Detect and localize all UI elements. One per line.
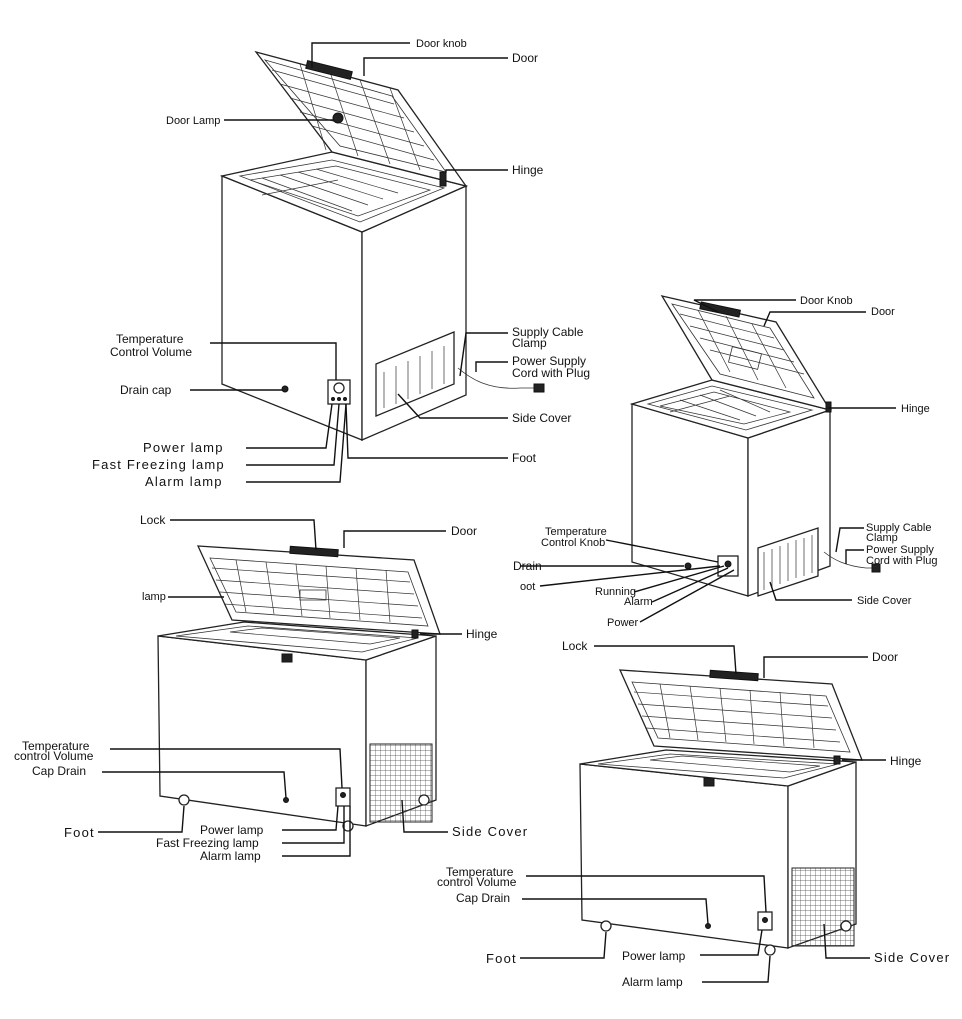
f1-power-lamp-label: Power lamp	[143, 440, 224, 455]
f2-cord-plug-label: Cord with Plug	[866, 555, 938, 567]
f1-door-lamp-label: Door Lamp	[166, 115, 220, 127]
f2-foot-label: oot	[520, 581, 535, 593]
freezer-4-leaders	[520, 645, 886, 983]
f4-hinge-label: Hinge	[890, 754, 922, 768]
f4-power-lamp-label: Power lamp	[622, 949, 686, 963]
freezer-4-labels: Lock Door Hinge Temperature control Volu…	[437, 639, 950, 989]
f4-foot-label: Foot	[486, 951, 517, 966]
freezer-3-drawing	[157, 545, 441, 832]
f3-temperature-label: Temperature	[22, 739, 90, 753]
f4-temperature-label: Temperature	[446, 865, 514, 879]
f2-alarm-label: Alarm	[624, 596, 653, 608]
f4-lock-label: Lock	[562, 639, 588, 653]
f2-clamp-label: Clamp	[866, 532, 898, 544]
f4-control-volume-label: control Volume	[437, 875, 517, 889]
f2-hinge-label: Hinge	[901, 403, 930, 415]
f4-alarm-lamp-label: Alarm lamp	[622, 975, 683, 989]
f1-hinge-label: Hinge	[512, 163, 544, 177]
f1-door-knob-label: Door knob	[416, 38, 467, 50]
freezer-2-labels: Door Knob Door Hinge Supply Cable Clamp …	[513, 295, 938, 629]
f1-alarm-lamp-label: Alarm lamp	[145, 474, 223, 489]
f2-supply-cable-label: Supply Cable	[866, 522, 931, 534]
freezer-3-labels: Lock Door lamp Hinge Temperature control…	[14, 513, 528, 863]
freezer-1-leaders	[190, 42, 508, 483]
f3-foot-label: Foot	[64, 825, 95, 840]
f2-running-label: Running	[595, 586, 636, 598]
f2-power-label: Power	[607, 617, 639, 629]
f2-door-label: Door	[871, 306, 895, 318]
f1-supply-cable-label: Supply Cable	[512, 325, 584, 339]
f2-temperature-label: Temperature	[545, 526, 607, 538]
freezer-1-drawing	[219, 50, 545, 441]
f4-side-cover-label: Side Cover	[874, 950, 950, 965]
f2-side-cover-label: Side Cover	[857, 595, 912, 607]
freezer-3-leaders	[98, 519, 462, 857]
f3-alarm-lamp-label: Alarm lamp	[200, 849, 261, 863]
f1-temperature-label: Temperature	[116, 332, 184, 346]
f3-lamp-label: lamp	[142, 591, 166, 603]
f3-control-volume-label: control Volume	[14, 749, 94, 763]
f4-cap-drain-label: Cap Drain	[456, 891, 510, 905]
f3-side-cover-label: Side Cover	[452, 824, 528, 839]
f3-hinge-label: Hinge	[466, 627, 498, 641]
f1-foot-label: Foot	[512, 451, 537, 465]
f1-power-supply-label: Power Supply	[512, 354, 586, 368]
f3-cap-drain-label: Cap Drain	[32, 764, 86, 778]
f1-cord-plug-label: Cord with Plug	[512, 366, 590, 380]
f2-drain-label: Drain	[513, 559, 542, 573]
f2-control-knob-label: Control Knob	[541, 537, 605, 549]
f2-door-knob-label: Door Knob	[800, 295, 853, 307]
f1-control-volume-label: Control Volume	[110, 345, 192, 359]
f1-clamp-label: Clamp	[512, 336, 547, 350]
f1-door-label: Door	[512, 51, 538, 65]
f4-door-label: Door	[872, 650, 898, 664]
f3-lock-label: Lock	[140, 513, 166, 527]
f3-door-label: Door	[451, 524, 477, 538]
freezer-4-drawing	[579, 669, 863, 956]
freezer-2-leaders	[520, 299, 896, 623]
freezer-2-drawing	[629, 295, 881, 597]
f2-power-supply-label: Power Supply	[866, 544, 934, 556]
f1-drain-cap-label: Drain cap	[120, 383, 172, 397]
freezer-1-labels: Door knob Door Door Lamp Hinge Temperatu…	[92, 38, 590, 489]
f1-side-cover-label: Side Cover	[512, 411, 571, 425]
f3-power-lamp-label: Power lamp	[200, 823, 264, 837]
f1-fast-freezing-label: Fast Freezing lamp	[92, 457, 225, 472]
f3-fast-freezing-label: Fast Freezing lamp	[156, 836, 259, 850]
